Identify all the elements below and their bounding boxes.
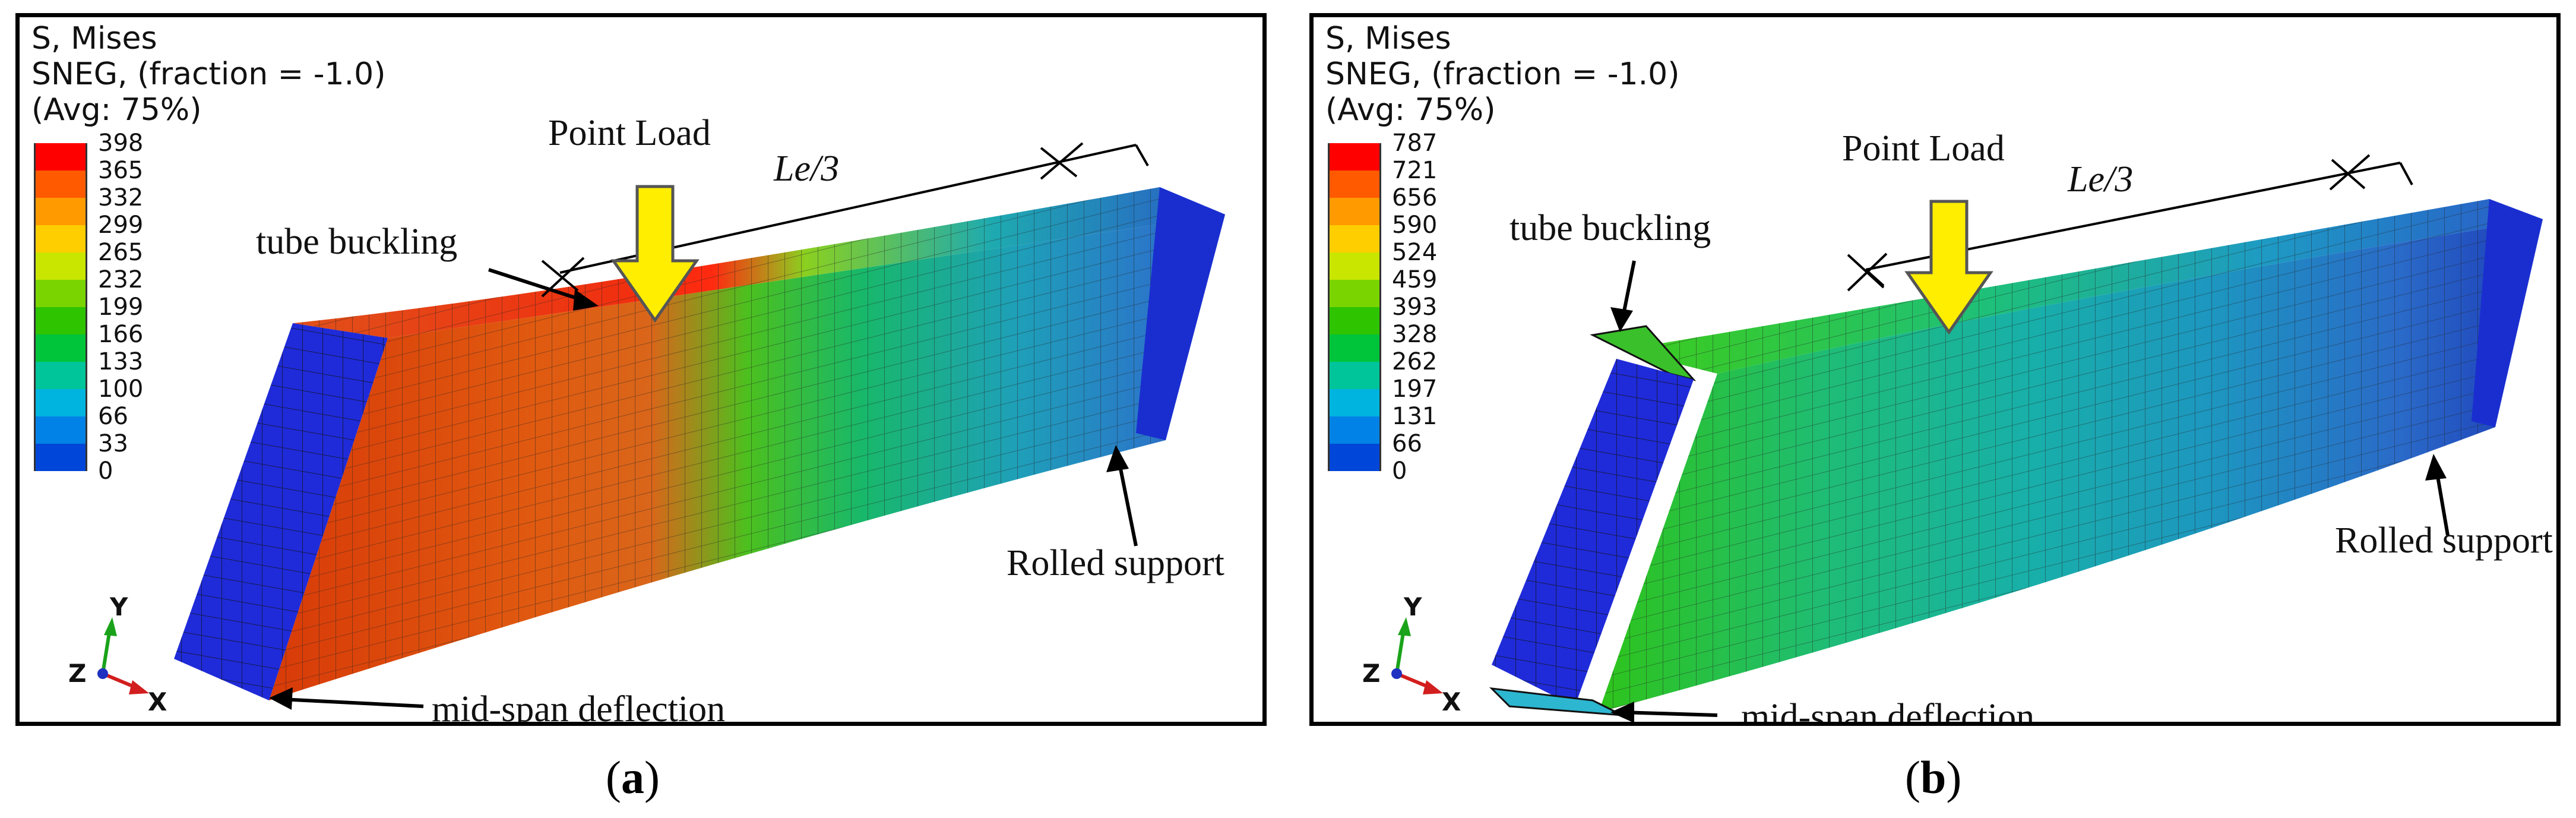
legend-swatch	[1328, 416, 1381, 444]
panel-a: S, Mises SNEG, (fraction = -1.0) (Avg: 7…	[15, 13, 1267, 726]
legend-swatch	[34, 198, 87, 225]
tube-buckling-label: tube buckling	[256, 222, 458, 262]
legend-swatch	[34, 280, 87, 307]
legend-value: 328	[1392, 321, 1438, 348]
midspan-deflection-label: mid-span deflection	[1741, 697, 2035, 726]
legend-swatch	[1328, 307, 1381, 334]
axis-z-label: Z	[1362, 659, 1381, 688]
legend-swatch	[34, 143, 87, 170]
legend-value: 721	[1392, 157, 1438, 184]
contour-averaging: (Avg: 75%)	[1325, 92, 1496, 128]
legend-value: 66	[98, 403, 128, 430]
midspan-deflection-label: mid-span deflection	[432, 689, 726, 726]
legend-swatch	[34, 225, 87, 252]
axis-z-label: Z	[68, 659, 87, 688]
tube-buckling-arrow	[573, 289, 599, 311]
legend-swatch	[1328, 198, 1381, 225]
axis-y-label: Y	[110, 592, 128, 621]
legend-value: 100	[98, 375, 144, 403]
legend-value: 393	[1392, 293, 1438, 321]
legend-value: 197	[1392, 375, 1438, 403]
legend-swatch	[1328, 225, 1381, 252]
point-load-label: Point Load	[548, 113, 711, 153]
beam-far-end	[1136, 187, 1225, 440]
legend-swatch	[1328, 389, 1381, 416]
legend-value: 787	[1392, 130, 1438, 157]
le3-label: Le/3	[774, 149, 840, 189]
legend-value: 232	[98, 266, 144, 293]
legend-value: 590	[1392, 211, 1438, 239]
axis-y-arrow	[104, 617, 117, 636]
midspan-arrow	[1610, 702, 1634, 722]
legend-swatch	[34, 416, 87, 444]
tube-buckling-arrow	[1610, 307, 1633, 332]
legend-value: 131	[1392, 403, 1438, 430]
legend-swatch	[1328, 280, 1381, 307]
legend-value: 398	[98, 130, 144, 157]
legend-swatch	[1328, 334, 1381, 362]
point-load-arrow	[610, 185, 700, 323]
midspan-arrow	[269, 687, 293, 710]
legend-swatch	[34, 389, 87, 416]
legend-swatch	[34, 307, 87, 334]
legend-value: 66	[1392, 430, 1422, 457]
point-load-arrow	[1904, 200, 1993, 335]
legend-swatch	[34, 444, 87, 471]
contour-subtitle: SNEG, (fraction = -1.0)	[1325, 56, 1680, 92]
tube-buckling-label: tube buckling	[1509, 208, 1711, 248]
legend-value: 459	[1392, 266, 1438, 293]
caption-b: (b)	[1905, 751, 1962, 803]
axis-y-label: Y	[1404, 592, 1422, 621]
axis-x-label: X	[148, 687, 167, 716]
legend-swatch	[1328, 143, 1381, 170]
rolled-support-label: Rolled support	[1007, 543, 1224, 583]
axis-x-arrow	[1423, 680, 1443, 694]
legend-swatch	[34, 170, 87, 198]
legend-value: 524	[1392, 239, 1438, 266]
axis-x-label: X	[1442, 687, 1461, 716]
legend-value: 656	[1392, 184, 1438, 211]
legend-value: 262	[1392, 348, 1438, 375]
contour-averaging: (Avg: 75%)	[31, 92, 202, 128]
legend-value: 33	[98, 430, 128, 457]
beam-model-a	[97, 142, 1225, 710]
legend-value: 265	[98, 239, 144, 266]
legend-value: 133	[98, 348, 144, 375]
legend-value: 199	[98, 293, 144, 321]
axis-x-arrow	[129, 680, 149, 694]
legend-value: 0	[1392, 457, 1407, 485]
legend-swatch	[34, 252, 87, 280]
point-load-label: Point Load	[1842, 128, 2005, 169]
rolled-support-label: Rolled support	[2335, 520, 2553, 561]
legend-swatch	[34, 334, 87, 362]
panel-b: S, Mises SNEG, (fraction = -1.0) (Avg: 7…	[1309, 13, 2561, 726]
axis-z-dot	[97, 668, 108, 679]
legend-swatch	[1328, 170, 1381, 198]
contour-subtitle: SNEG, (fraction = -1.0)	[31, 56, 386, 92]
le3-label: Le/3	[2068, 159, 2134, 200]
legend-swatch	[1328, 362, 1381, 389]
legend-value: 0	[98, 457, 113, 485]
legend-value: 365	[98, 157, 144, 184]
axis-y-arrow	[1398, 617, 1411, 636]
beam-model-b	[1391, 154, 2543, 722]
caption-a: (a)	[606, 751, 660, 803]
contour-title: S, Mises	[1325, 21, 1451, 56]
beam-far-end	[2471, 199, 2543, 427]
axis-z-dot	[1391, 668, 1402, 679]
rolled-support-arrow	[2425, 454, 2447, 481]
legend-swatch	[34, 362, 87, 389]
rolled-support-arrow	[1106, 445, 1129, 472]
legend-value: 166	[98, 321, 144, 348]
legend-value: 332	[98, 184, 144, 211]
legend-value: 299	[98, 211, 144, 239]
legend-swatch	[1328, 252, 1381, 280]
contour-title: S, Mises	[31, 21, 157, 56]
legend-swatch	[1328, 444, 1381, 471]
